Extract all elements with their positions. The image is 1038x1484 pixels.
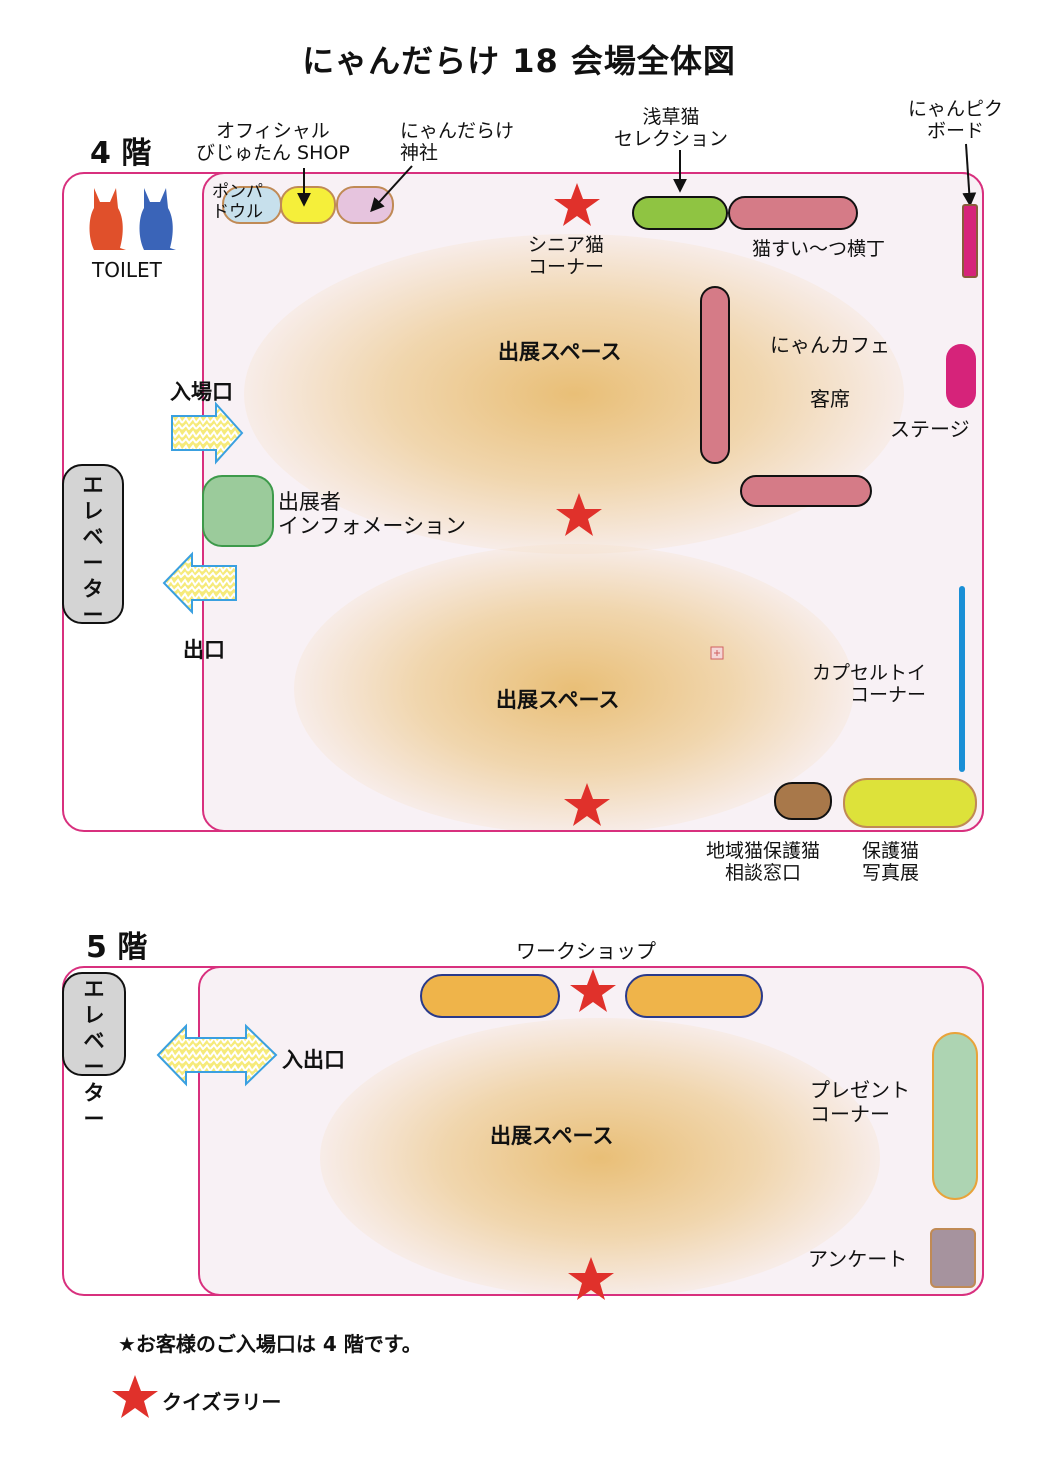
quiz-star-icon [554,183,600,226]
entrance-note: ★お客様のご入場口は 4 階です。 [118,1332,422,1356]
page-title: にゃんだらけ 18 会場全体図 [302,42,736,80]
asakusa-booth[interactable] [632,196,728,230]
exhibitor-info-booth[interactable] [202,475,274,547]
floor4-elevator[interactable]: エ レ ベ ー タ ー [62,464,124,627]
pickboard-booth[interactable] [962,204,978,278]
floor5-elevator[interactable] [62,972,126,1076]
cat-red-icon [89,188,126,250]
survey-label: アンケート [808,1247,908,1271]
floor4-exhibition-glow-bottom [294,544,854,830]
shrine-booth[interactable] [336,186,394,224]
quiz-star-icon [570,969,616,1012]
cafe-partition-vertical [700,286,730,464]
quiz-star-icon [568,1257,614,1300]
suitsu-label: 猫すい～つ横丁 [752,238,886,260]
capsule-toy-line [959,586,965,772]
entrance-arrow-icon [171,401,244,465]
quiz-rally-label: クイズラリー [162,1390,282,1414]
workshop-label: ワークショップ [516,939,656,963]
floor5-label: 5 階 [86,930,148,965]
entrance-exit-label: 入出口 [282,1048,345,1072]
photo-exhibit-label: 保護猫 写真展 [862,840,920,884]
pickboard-label: にゃんピク ボード [908,98,1004,142]
toilet-label: TOILET [92,258,162,282]
quiz-star-icon [564,783,610,826]
exit-arrow-icon [162,551,237,615]
workshop-booth-right[interactable] [625,974,763,1018]
floor5-hall [198,966,984,1296]
rescue-desk-label: 地域猫保護猫 相談窓口 [706,840,821,884]
cafe-partition-horizontal [740,475,872,507]
floor4-elevator-label: エ レ ベ ー タ ー [82,473,104,627]
entrance-exit-arrow-icon [156,1023,278,1087]
photo-exhibit-booth[interactable] [843,778,977,828]
exit-label: 出口 [183,638,225,662]
floor5-exhibition-space-label: 出展スペース [490,1124,614,1148]
rescue-desk-booth[interactable] [774,782,832,820]
survey-booth[interactable] [930,1228,976,1288]
capsule-label: カプセルトイ コーナー [812,662,927,706]
toilet-icon [89,188,176,250]
senior-corner-label: シニア猫 コーナー [528,234,605,278]
floor4-label: 4 階 [90,136,152,171]
present-corner-label: プレゼント コーナー [810,1078,910,1126]
floor4-exhibition-space-bottom-label: 出展スペース [496,688,620,712]
workshop-booth-left[interactable] [420,974,560,1018]
shrine-arrow [370,165,413,213]
pompadour-label: ポンパ ドウル [212,182,263,222]
floor5-exhibition-glow [320,1018,880,1294]
stage-label: ステージ [890,417,970,441]
cafe-label: にゃんカフェ [770,333,890,357]
entrance-label: 入場口 [170,380,233,404]
exhibitor-info-label: 出展者 インフォメーション [278,490,466,538]
suitsu-booth[interactable] [728,196,858,230]
official-shop-label: オフィシャル びじゅたん SHOP [196,120,350,164]
small-marker-icon [710,646,724,660]
quiz-star-legend-icon [112,1375,158,1418]
floor4-exhibition-space-top-label: 出展スペース [498,340,622,364]
asakusa-label: 浅草猫 セレクション [614,106,729,150]
pompadour-booth[interactable] [222,186,282,224]
present-corner-booth[interactable] [932,1032,978,1200]
shrine-label: にゃんだらけ 神社 [400,120,515,164]
cafe-seats-label: 客席 [810,387,850,411]
stage-booth[interactable] [946,344,976,408]
official-shop-booth[interactable] [280,186,336,224]
cat-blue-icon [139,188,176,250]
pickboard-arrow [962,143,977,207]
floor5-elevator-label: エ レ ベ ー タ ー [83,977,105,1131]
quiz-star-icon [556,493,602,536]
